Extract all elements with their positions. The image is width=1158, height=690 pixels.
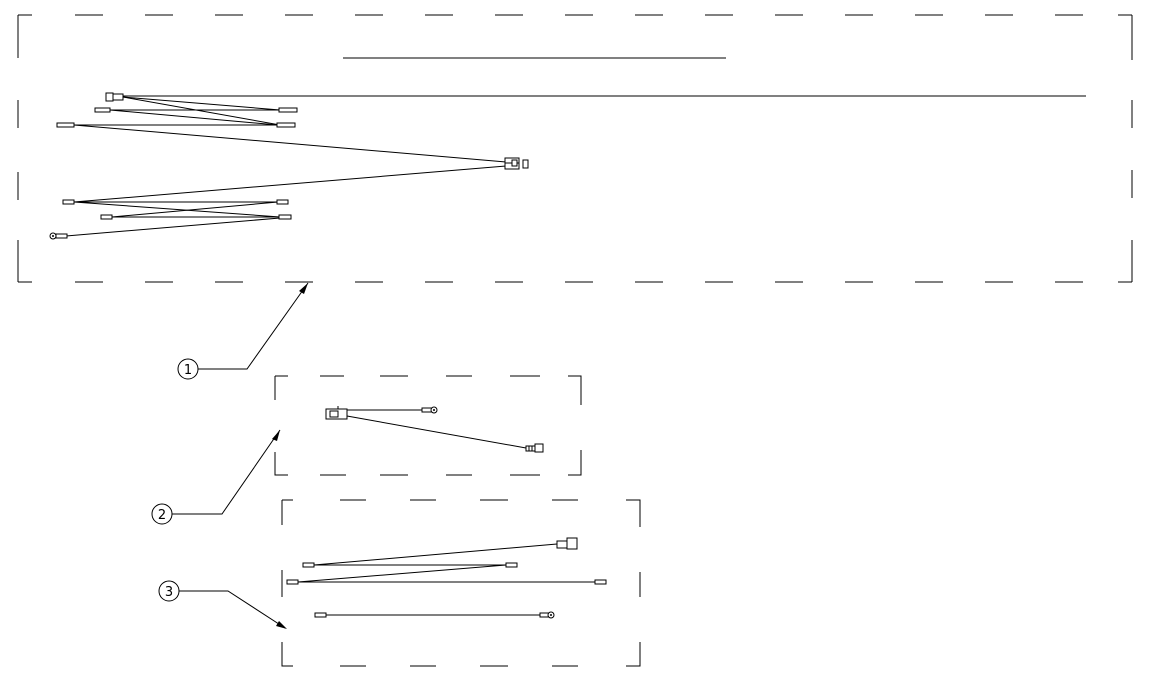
- group-1-corner-tr: [1118, 14, 1133, 60]
- leader-line: [179, 590, 286, 629]
- wire: [65, 217, 281, 237]
- spade-terminal-icon: [94, 107, 111, 113]
- spade-terminal-icon: [594, 579, 607, 585]
- spade-terminal-icon: [276, 199, 289, 205]
- group-1-corner-tl: [17, 14, 32, 58]
- arrowhead-icon: [276, 621, 287, 629]
- switch-connector-icon: [325, 406, 348, 420]
- spade-terminal-icon: [314, 612, 327, 618]
- callout-3: 3: [158, 580, 287, 629]
- bullet-connector-icon: [525, 443, 544, 453]
- ring-terminal-icon: [539, 611, 555, 619]
- wire: [297, 564, 507, 583]
- wire: [109, 109, 279, 126]
- group-2-border: [274, 375, 582, 476]
- spade-terminal-icon: [278, 214, 292, 220]
- callout-label: 2: [158, 508, 166, 523]
- arrowhead-icon: [272, 430, 280, 441]
- callout-1: 1: [177, 282, 309, 380]
- ring-terminal-icon: [421, 406, 438, 414]
- junction-block-icon: [504, 157, 529, 170]
- spade-terminal-icon: [276, 122, 296, 128]
- spade-terminal-icon: [62, 199, 75, 205]
- arrowhead-icon: [299, 283, 308, 294]
- wire: [346, 415, 527, 449]
- leader-line: [198, 282, 309, 370]
- spade-terminal-icon: [56, 122, 75, 128]
- callout-2: 2: [151, 429, 281, 525]
- harness-group-3: [281, 499, 641, 667]
- plug-connector-icon: [556, 537, 578, 550]
- wire: [73, 124, 507, 163]
- group-1-corner-br: [1118, 240, 1133, 283]
- wire: [73, 201, 281, 218]
- spade-terminal-icon: [505, 562, 518, 568]
- leader-line: [172, 429, 281, 515]
- wire: [122, 96, 281, 111]
- group-1-corner-bl: [17, 240, 32, 283]
- plug-connector-icon: [105, 92, 124, 102]
- wire: [122, 96, 281, 126]
- harness-group-2: [274, 375, 582, 476]
- wire: [111, 201, 279, 218]
- callout-label: 1: [184, 363, 192, 378]
- spade-terminal-icon: [100, 214, 113, 220]
- callout-label: 3: [165, 585, 173, 600]
- spade-terminal-icon: [302, 562, 315, 568]
- group-3-border: [281, 499, 641, 667]
- harness-group-1: [17, 14, 1133, 283]
- wire: [73, 165, 507, 203]
- wire: [313, 543, 558, 566]
- spade-terminal-icon: [286, 579, 299, 585]
- ring-terminal-icon: [49, 232, 68, 240]
- spade-terminal-icon: [278, 107, 298, 113]
